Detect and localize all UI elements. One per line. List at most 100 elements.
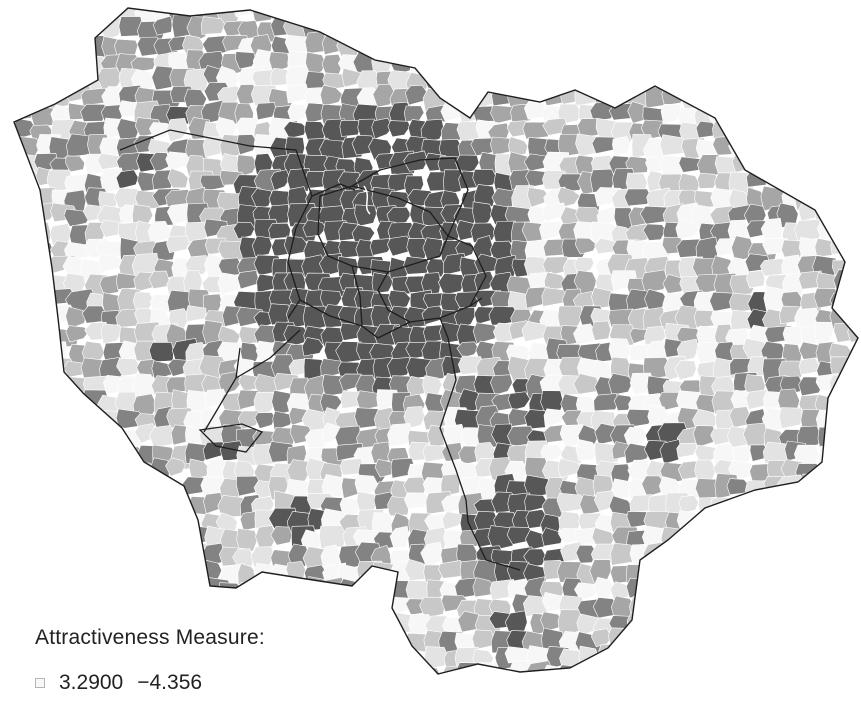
commune-cell: [221, 666, 249, 674]
commune-cell: [593, 54, 616, 74]
commune-cell: [760, 526, 788, 547]
commune-cell: [731, 646, 755, 665]
commune-cell: [28, 440, 54, 462]
commune-cell: [662, 559, 685, 579]
commune-cell: [798, 513, 825, 533]
commune-cell: [712, 513, 738, 538]
commune-cell: [827, 577, 856, 597]
commune-cell: [154, 480, 178, 504]
commune-cell: [98, 561, 126, 586]
commune-cell: [34, 543, 57, 569]
commune-cell: [778, 52, 808, 75]
commune-cell: [848, 660, 858, 674]
commune-cell: [781, 14, 805, 35]
commune-cell: [677, 610, 701, 635]
commune-cell: [830, 101, 858, 125]
commune-cell: [86, 457, 108, 481]
commune-cell: [693, 632, 717, 649]
commune-cell: [761, 67, 790, 92]
commune-cell: [712, 632, 743, 653]
commune-cell: [441, 696, 462, 702]
commune-cell: [560, 15, 589, 39]
commune-cell: [35, 578, 63, 600]
commune-cell: [490, 69, 520, 92]
commune-cell: [828, 133, 858, 156]
commune-cell: [813, 8, 840, 25]
commune-cell: [494, 21, 519, 47]
commune-cell: [406, 18, 432, 38]
commune-cell: [543, 65, 566, 84]
commune-cell: [420, 542, 443, 567]
commune-cell: [50, 475, 76, 496]
commune-cell: [319, 525, 347, 549]
commune-cell: [135, 542, 162, 564]
commune-cell: [696, 37, 721, 59]
commune-cell: [759, 33, 783, 55]
commune-cell: [170, 648, 193, 672]
commune-cell: [135, 498, 161, 515]
commune-cell: [14, 444, 24, 465]
commune-cell: [745, 270, 766, 289]
commune-cell: [798, 542, 820, 564]
commune-cell: [132, 515, 157, 538]
commune-cell: [782, 325, 805, 347]
commune-cell: [185, 593, 211, 621]
commune-cell: [713, 662, 739, 674]
commune-cell: [14, 410, 21, 429]
commune-cell: [339, 648, 362, 674]
commune-cell: [626, 51, 654, 76]
commune-cell: [848, 241, 858, 263]
commune-cell: [14, 628, 25, 652]
commune-cell: [132, 474, 158, 498]
commune-cell: [82, 8, 104, 24]
commune-cell: [680, 643, 707, 664]
commune-cell: [830, 562, 858, 588]
commune-cell: [846, 8, 858, 28]
commune-cell: [48, 37, 76, 57]
commune-cell: [698, 87, 727, 111]
commune-cell: [682, 684, 702, 702]
commune-cell: [420, 50, 445, 72]
commune-cell: [781, 138, 809, 163]
commune-cell: [628, 8, 656, 27]
commune-cell: [286, 597, 307, 624]
commune-cell: [761, 87, 786, 110]
commune-cell: [849, 629, 858, 654]
commune-cell: [679, 55, 705, 80]
commune-cell: [781, 697, 809, 702]
commune-cell: [675, 665, 701, 674]
commune-cell: [86, 528, 108, 549]
commune-cell: [832, 595, 858, 619]
commune-cell: [626, 577, 655, 599]
commune-cell: [590, 628, 613, 648]
commune-cell: [848, 205, 858, 231]
commune-cell: [488, 8, 514, 26]
commune-cell: [711, 547, 739, 569]
commune-cell: [188, 458, 209, 480]
legend-class: 3.2900 −4.356: [35, 670, 216, 696]
commune-cell: [169, 698, 189, 702]
commune-cell: [168, 514, 196, 531]
commune-cell: [697, 648, 722, 672]
commune-cell: [714, 31, 737, 51]
commune-cell: [236, 154, 258, 178]
commune-cell: [796, 32, 820, 57]
commune-cell: [829, 184, 858, 210]
commune-cell: [369, 238, 393, 256]
commune-cell: [714, 649, 739, 668]
commune-cell: [625, 666, 648, 674]
commune-cell: [760, 120, 789, 142]
commune-cell: [426, 8, 447, 23]
commune-cell: [103, 594, 125, 619]
commune-cell: [709, 561, 737, 579]
commune-cell: [795, 8, 817, 18]
commune-cell: [302, 662, 332, 674]
commune-cell: [815, 508, 841, 531]
commune-cell: [831, 474, 857, 495]
commune-cell: [14, 271, 22, 298]
commune-cell: [608, 627, 634, 649]
commune-cell: [46, 424, 72, 449]
commune-cell: [780, 630, 809, 649]
commune-cell: [527, 698, 555, 702]
commune-cell: [812, 597, 839, 620]
